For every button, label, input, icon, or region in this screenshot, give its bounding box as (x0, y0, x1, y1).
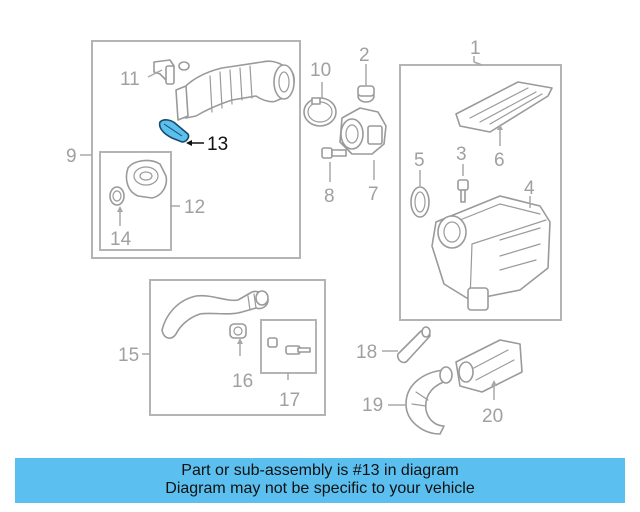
callout-1: 1 (470, 38, 481, 59)
part-2-seal (357, 85, 375, 103)
part-5-seal-ring (410, 186, 430, 218)
callout-19: 19 (362, 395, 383, 416)
callout-10: 10 (310, 60, 331, 81)
callout-4: 4 (524, 178, 535, 199)
intake-hose (175, 60, 295, 121)
callout-11: 11 (120, 69, 140, 90)
part-8-bolt (321, 147, 347, 159)
part-13-highlighted (158, 119, 190, 143)
part-14-gasket (109, 186, 125, 206)
callout-18: 18 (356, 342, 377, 363)
part-19-elbow (405, 366, 453, 435)
group-box-9 (91, 40, 301, 259)
part-11-fitting (153, 59, 175, 85)
banner-line-1: Part or sub-assembly is #13 in diagram (181, 462, 459, 479)
callout-12: 12 (184, 197, 205, 218)
part-10-clamp (303, 97, 337, 127)
part-15-hose (161, 290, 269, 339)
part-20-duct (455, 339, 523, 393)
callout-17: 17 (279, 390, 300, 411)
callout-13: 13 (207, 134, 228, 155)
callout-14: 14 (110, 229, 132, 250)
part-3-bolt (457, 179, 469, 203)
part-16-grommet (229, 323, 247, 339)
info-banner: Part or sub-assembly is #13 in diagram D… (15, 458, 625, 503)
part-12-housing (125, 159, 168, 199)
part-4-air-box (431, 195, 551, 311)
callout-20: 20 (482, 406, 503, 427)
callout-8: 8 (324, 186, 335, 207)
group-box-15 (149, 279, 326, 416)
callout-9: 9 (66, 146, 77, 167)
callout-2: 2 (359, 45, 370, 66)
callout-15: 15 (118, 345, 139, 366)
group-box-12 (99, 151, 172, 251)
callout-7: 7 (368, 184, 379, 205)
callout-16: 16 (232, 371, 253, 392)
callout-3: 3 (456, 144, 467, 165)
callout-5: 5 (414, 150, 425, 171)
callout-6: 6 (494, 150, 505, 171)
part-6-filter (455, 81, 553, 133)
part-18-tube (396, 326, 431, 364)
banner-line-2: Diagram may not be specific to your vehi… (165, 480, 475, 497)
part-17-bolts (267, 337, 311, 355)
part-7-sensor (339, 107, 387, 155)
